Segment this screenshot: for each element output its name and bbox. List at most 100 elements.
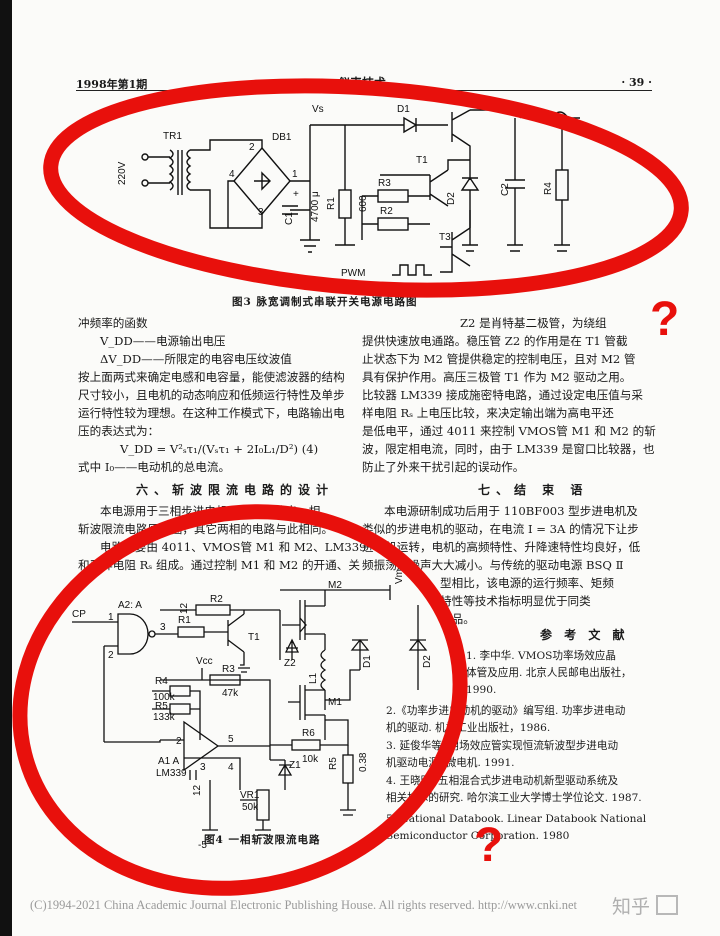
svg-text:133k: 133k: [153, 712, 176, 723]
para7-line-4: 频振荡及噪声大大减小。与传统的驱动电源 BSQ Ⅱ: [362, 558, 624, 572]
right-line-6: 样电阻 Rₛ 上电压比较，来决定输出端为高电平还: [362, 406, 614, 420]
para7-line-2: 类似的步进电机的驱动，在电流 I = 3A 的情况下让步: [362, 522, 639, 536]
right-line-8: 波，限定相电流，同时，由于 LM339 是窗口比较器，也: [362, 442, 655, 456]
ref-2a: 2.《功率步进电动机的驱动》编写组. 功率步进电动: [386, 705, 626, 717]
left-line-9: 式中 I₀——电动机的总电流。: [78, 460, 231, 474]
svg-text:CP: CP: [72, 609, 86, 620]
left-line-5: 尺寸较小，且电机的动态响应和低频运行特性及单步: [78, 388, 345, 402]
red-ring-top: [43, 78, 689, 298]
svg-text:A2: A: A2: A: [118, 600, 142, 611]
svg-text:10k: 10k: [302, 754, 319, 765]
footer: (C)1994-2021 China Academic Journal Elec…: [0, 892, 720, 922]
left-line-2: V_DD——电源输出电压: [100, 334, 226, 348]
ref-2b: 机的驱动. 机械工业出版社，1986.: [386, 722, 551, 734]
svg-text:R4: R4: [543, 182, 554, 195]
para7-line-6: 特性等技术指标明显优于同类: [440, 594, 591, 608]
svg-text:PWM: PWM: [341, 268, 365, 279]
left-line-4: 按上面两式来确定电感和电容量，能使滤波器的结构: [78, 370, 345, 384]
svg-text:-5: -5: [198, 840, 207, 851]
right-line-2: 提供快速放电通路。稳压管 Z2 的作用是在 T1 管截: [362, 334, 628, 348]
svg-text:4: 4: [228, 762, 234, 773]
svg-text:1: 1: [292, 169, 298, 180]
right-line-7: 是低电平，通过 4011 来控制 VMOS管 M1 和 M2 的斩: [362, 424, 656, 438]
svg-text:Z1: Z1: [289, 760, 301, 771]
svg-text:100k: 100k: [153, 692, 176, 703]
svg-text:R1: R1: [326, 197, 337, 210]
svg-text:R5: R5: [155, 701, 168, 712]
ref-1a: 1. 李中华. VMOS功率场效应晶: [466, 650, 616, 662]
svg-text:Vm: Vm: [394, 569, 405, 584]
right-line-3: 止状态下为 M2 管提供稳定的控制电压，且对 M2 管: [362, 352, 636, 366]
right-line-9: 防止了外来干扰引起的误动作。: [362, 460, 525, 474]
issue-label: 1998年第1期: [76, 78, 148, 91]
svg-text:DB1: DB1: [272, 132, 292, 143]
svg-text:T3: T3: [439, 232, 451, 243]
svg-text:T1: T1: [248, 632, 260, 643]
page-number: · 39 ·: [621, 76, 652, 89]
svg-text:D2: D2: [422, 655, 433, 668]
scan-edge: [0, 0, 12, 936]
svg-text:220V: 220V: [117, 161, 128, 185]
svg-text:1: 1: [108, 612, 114, 623]
svg-text:R1: R1: [178, 615, 191, 626]
svg-text:R3: R3: [222, 664, 235, 675]
ref-4b: 相关技术的研究. 哈尔滨工业大学博士学位论文. 1987.: [386, 792, 642, 804]
left-line-6: 运行特性较为理想。在这种工作模式下，电路输出电: [78, 406, 345, 420]
svg-text:2: 2: [176, 736, 182, 747]
watermark-icon: [656, 895, 678, 915]
right-line-5: 比较器 LM339 接成施密特电路，通过设定电压值与采: [362, 388, 643, 402]
svg-text:50k: 50k: [242, 802, 259, 813]
para6-line-4: 和采样电阻 Rₛ 组成。通过控制 M1 和 M2 的开通、关: [78, 558, 360, 572]
svg-text:600: 600: [358, 195, 369, 212]
references-heading: 参 考 文 献: [540, 628, 629, 642]
svg-text:3: 3: [160, 622, 166, 633]
question-mark-top: ?: [650, 293, 680, 346]
svg-text:R2: R2: [210, 594, 223, 605]
section-6-heading: 六、斩波限流电路的设计: [136, 483, 335, 497]
svg-text:4: 4: [229, 169, 235, 180]
svg-text:R6: R6: [302, 728, 315, 739]
svg-text:C1: C1: [284, 212, 295, 225]
section-7-heading: 七、结 束 语: [478, 483, 589, 497]
svg-text:C2: C2: [500, 183, 511, 196]
svg-text:R3: R3: [378, 178, 391, 189]
svg-text:Z2: Z2: [284, 658, 296, 669]
svg-text:L1: L1: [308, 672, 319, 684]
svg-text:12: 12: [192, 784, 203, 796]
zhihu-watermark: 知乎: [612, 896, 651, 918]
para7-line-3: 进电机运转，电机的高频特性、升降速特性均良好，低: [362, 540, 641, 554]
right-line-1: Z2 是肖特基二极管，为绕组: [460, 316, 607, 330]
svg-text:LM339: LM339: [156, 768, 187, 779]
svg-text:D2: D2: [446, 192, 457, 205]
svg-text:R4: R4: [155, 676, 168, 687]
svg-text:2: 2: [249, 142, 255, 153]
ref-3b: 机驱动电源. 微电机. 1991.: [386, 757, 515, 769]
svg-text:2: 2: [108, 650, 114, 661]
svg-text:Vcc: Vcc: [196, 656, 213, 667]
question-mark-bottom: ?: [474, 819, 504, 872]
svg-text:0.38: 0.38: [358, 752, 369, 772]
equation-4: V_DD = V²ₛτ₁/(Vₛτ₁ + 2I₀L₁/D²) (4): [120, 442, 319, 456]
right-line-4: 具有保护作用。高压三极管 T1 作为 M2 驱动之用。: [362, 370, 632, 384]
left-line-7: 压的表达式为：: [78, 424, 160, 438]
svg-text:47k: 47k: [222, 688, 239, 699]
svg-text:T1: T1: [416, 155, 428, 166]
svg-text:VR1: VR1: [240, 790, 260, 801]
svg-text:3: 3: [258, 207, 264, 218]
left-line-3: ΔV_DD——所限定的电容电压纹波值: [100, 352, 292, 366]
red-ring-bottom: [12, 504, 468, 896]
svg-text:R2: R2: [380, 206, 393, 217]
svg-text:5: 5: [228, 734, 234, 745]
ref-4a: 4. 王晓明. 五相混合式步进电动机新型驱动系统及: [386, 775, 619, 787]
copyright-text: (C)1994-2021 China Academic Journal Elec…: [30, 898, 578, 912]
left-line-1: 冲频率的函数: [78, 316, 148, 330]
ref-1c: 1990.: [466, 684, 497, 696]
svg-text:M1: M1: [328, 697, 342, 708]
ref-1b: 体管及应用. 北京人民邮电出版社，: [466, 667, 632, 679]
svg-text:R5: R5: [328, 757, 339, 770]
figure-3-caption: 图3 脉宽调制式串联开关电源电路图: [232, 296, 418, 308]
svg-text:A1 A: A1 A: [158, 756, 179, 767]
